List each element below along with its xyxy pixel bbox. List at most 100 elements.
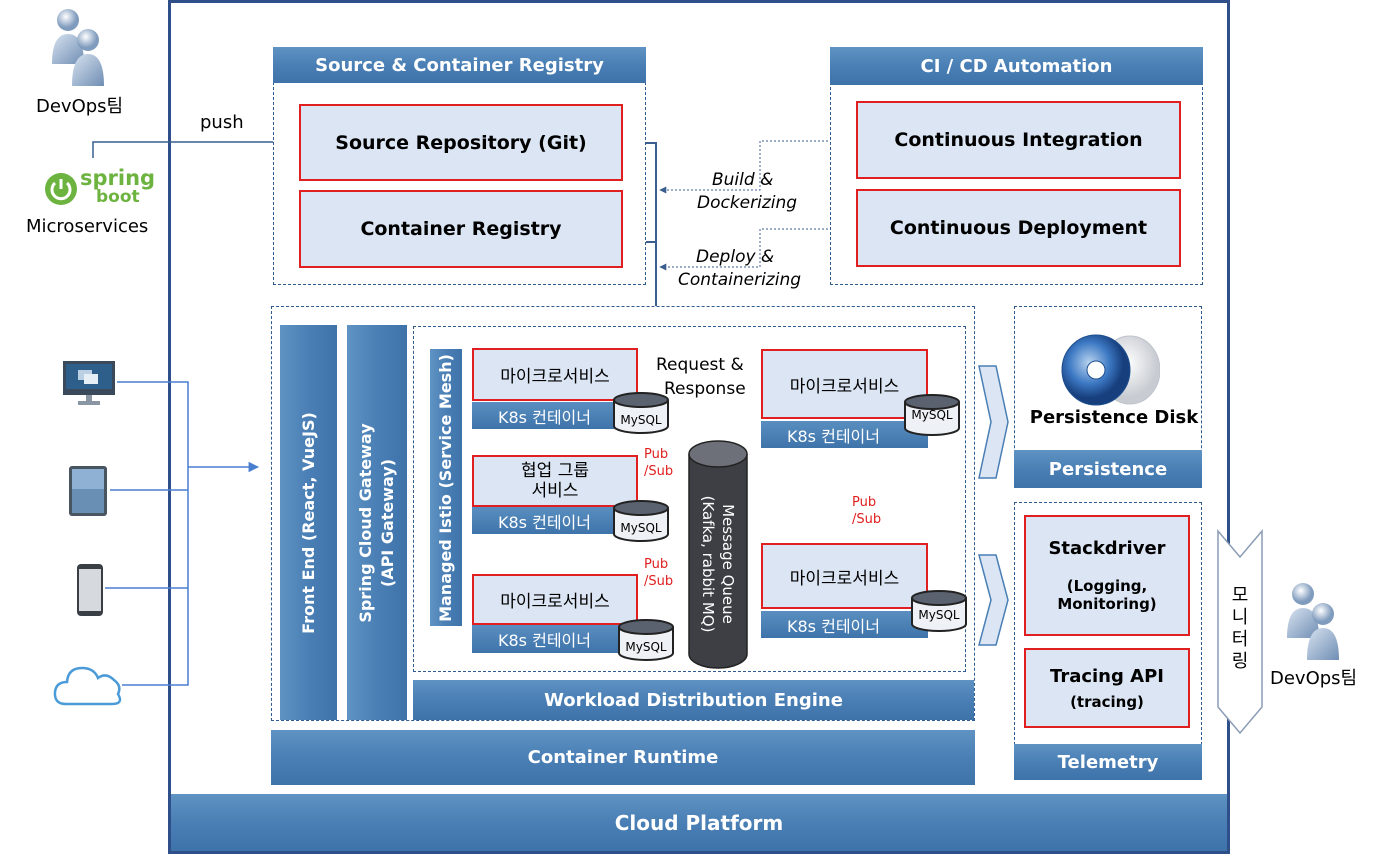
devops-team-icon — [50, 6, 108, 88]
istio-label: Managed Istio (Service Mesh) — [436, 353, 455, 622]
tablet-icon — [68, 465, 108, 517]
pub-text-3: Pub — [852, 495, 877, 510]
telemetry-header: Telemetry — [1014, 744, 1202, 780]
container-runtime-band: Container Runtime — [271, 730, 975, 785]
collab-label-line2: 서비스 — [531, 481, 579, 501]
monitoring-char-1: 모 — [1231, 585, 1249, 606]
microservices-label: Microservices — [26, 216, 149, 237]
cicd-header: CI / CD Automation — [830, 47, 1203, 85]
stackdriver-sub-line1: (Logging, — [1066, 577, 1148, 595]
spring-boot-logo: spring boot — [44, 166, 155, 210]
smartphone-icon — [76, 563, 104, 617]
persistence-header: Persistence — [1014, 450, 1202, 488]
desktop-monitor-icon — [62, 360, 116, 406]
mysql-db-icon-4: MySQL — [903, 394, 961, 436]
power-icon — [45, 173, 77, 205]
persistence-disk-label: Persistence Disk — [1029, 407, 1199, 428]
monitoring-char-4: 링 — [1231, 651, 1249, 672]
devops-team-label-top: DevOps팀 — [36, 96, 124, 117]
front-end-label: Front End (React, VueJS) — [298, 411, 318, 634]
collab-label-line1: 협업 그룹 — [521, 461, 589, 481]
continuous-deployment-box: Continuous Deployment — [856, 189, 1181, 267]
deploy-label-line2: Containerizing — [678, 270, 802, 290]
continuous-integration-box: Continuous Integration — [856, 101, 1181, 179]
push-label: push — [200, 112, 244, 133]
k8s-label-3: K8s 컨테이너 — [498, 631, 591, 650]
k8s-container-bar-2: K8s 컨테이너 — [472, 507, 637, 534]
devops-team-icon-right — [1285, 580, 1343, 662]
pub-text-2: Pub — [644, 557, 669, 572]
gateway-label-line2: (API Gateway) — [378, 458, 397, 587]
sub-text-1: /Sub — [644, 464, 674, 479]
telemetry-title: Telemetry — [1057, 751, 1159, 773]
build-label-line2: Dockerizing — [697, 193, 798, 213]
workload-engine-label: Workload Distribution Engine — [544, 689, 843, 711]
front-end-band: Front End (React, VueJS) — [280, 325, 337, 720]
collab-group-service-box: 협업 그룹 서비스 — [472, 455, 638, 507]
tracing-sub-label: (tracing) — [1070, 692, 1144, 711]
microservice-box-3: 마이크로서비스 — [472, 574, 638, 625]
pub-text-1: Pub — [644, 447, 669, 462]
k8s-container-bar-3: K8s 컨테이너 — [472, 625, 637, 653]
build-label-line1: Build & — [712, 170, 774, 190]
continuous-deployment-label: Continuous Deployment — [889, 217, 1148, 239]
sub-text-3: /Sub — [852, 512, 882, 527]
gateway-label-line1: Spring Cloud Gateway — [356, 422, 375, 623]
registry-title: Source & Container Registry — [315, 54, 604, 76]
monitoring-char-2: 니 — [1231, 607, 1249, 628]
persistence-title: Persistence — [1048, 458, 1168, 480]
deploy-label-line1: Deploy & — [696, 247, 775, 267]
continuous-integration-label: Continuous Integration — [894, 129, 1143, 151]
disk-icon — [1060, 334, 1161, 406]
mysql-label-2: MySQL — [620, 521, 662, 535]
mysql-label-1: MySQL — [620, 413, 662, 427]
mysql-db-icon-1: MySQL — [612, 392, 670, 434]
microservice-label-1: 마이크로서비스 — [500, 367, 610, 387]
request-label-line2: Response — [664, 379, 746, 399]
cloud-icon — [52, 660, 124, 708]
k8s-container-bar-5: K8s 컨테이너 — [761, 611, 928, 638]
mysql-db-icon-2: MySQL — [612, 500, 670, 542]
tracing-api-label: Tracing API — [1050, 665, 1164, 687]
pubsub-label-2: Pub/Sub — [644, 556, 673, 590]
microservice-box-1: 마이크로서비스 — [472, 348, 638, 401]
mysql-label-4: MySQL — [911, 408, 953, 422]
microservice-label-4: 마이크로서비스 — [789, 568, 900, 589]
mq-label-line1: Message Queue — [719, 504, 737, 625]
source-repository-box: Source Repository (Git) — [299, 104, 623, 181]
microservice-label-3: 마이크로서비스 — [500, 592, 610, 612]
monitoring-label: 모 니 터 링 — [1228, 585, 1252, 673]
mysql-label-3: MySQL — [625, 640, 667, 654]
boot-word: boot — [96, 187, 140, 207]
k8s-label-5: K8s 컨테이너 — [787, 616, 880, 636]
istio-band: Managed Istio (Service Mesh) — [430, 349, 462, 626]
gateway-band: Spring Cloud Gateway (API Gateway) — [347, 325, 407, 720]
microservice-box-4: 마이크로서비스 — [761, 543, 928, 609]
request-label-line1: Request & — [656, 355, 744, 375]
source-repository-label: Source Repository (Git) — [335, 131, 587, 154]
message-queue-cylinder: Message Queue (Kafka, rabbit MQ) — [688, 440, 748, 670]
stackdriver-sub-line2: Monitoring) — [1057, 595, 1157, 613]
cloud-platform-band: Cloud Platform — [171, 794, 1227, 851]
container-registry-label: Container Registry — [360, 218, 562, 240]
stackdriver-label: Stackdriver — [1048, 538, 1166, 559]
monitoring-char-3: 터 — [1231, 629, 1249, 650]
k8s-label-4: K8s 컨테이너 — [787, 426, 880, 446]
stackdriver-box: Stackdriver (Logging, Monitoring) — [1024, 515, 1190, 636]
k8s-container-bar-1: K8s 컨테이너 — [472, 402, 637, 429]
cloud-platform-label: Cloud Platform — [614, 810, 784, 835]
spring-word: spring — [80, 166, 156, 190]
mysql-db-icon-3: MySQL — [617, 619, 675, 661]
workload-engine-band: Workload Distribution Engine — [413, 680, 974, 720]
mysql-label-5: MySQL — [918, 608, 960, 622]
mysql-db-icon-5: MySQL — [910, 590, 968, 632]
devops-team-label-right: DevOps팀 — [1270, 668, 1358, 689]
container-runtime-label: Container Runtime — [527, 747, 719, 768]
gateway-label: Spring Cloud Gateway (API Gateway) — [355, 423, 399, 622]
k8s-label-1: K8s 컨테이너 — [498, 407, 591, 427]
k8s-label-2: K8s 컨테이너 — [498, 512, 591, 532]
cicd-title: CI / CD Automation — [920, 55, 1113, 77]
registry-header: Source & Container Registry — [273, 47, 646, 83]
container-registry-box: Container Registry — [299, 190, 623, 268]
sub-text-2: /Sub — [644, 574, 674, 589]
